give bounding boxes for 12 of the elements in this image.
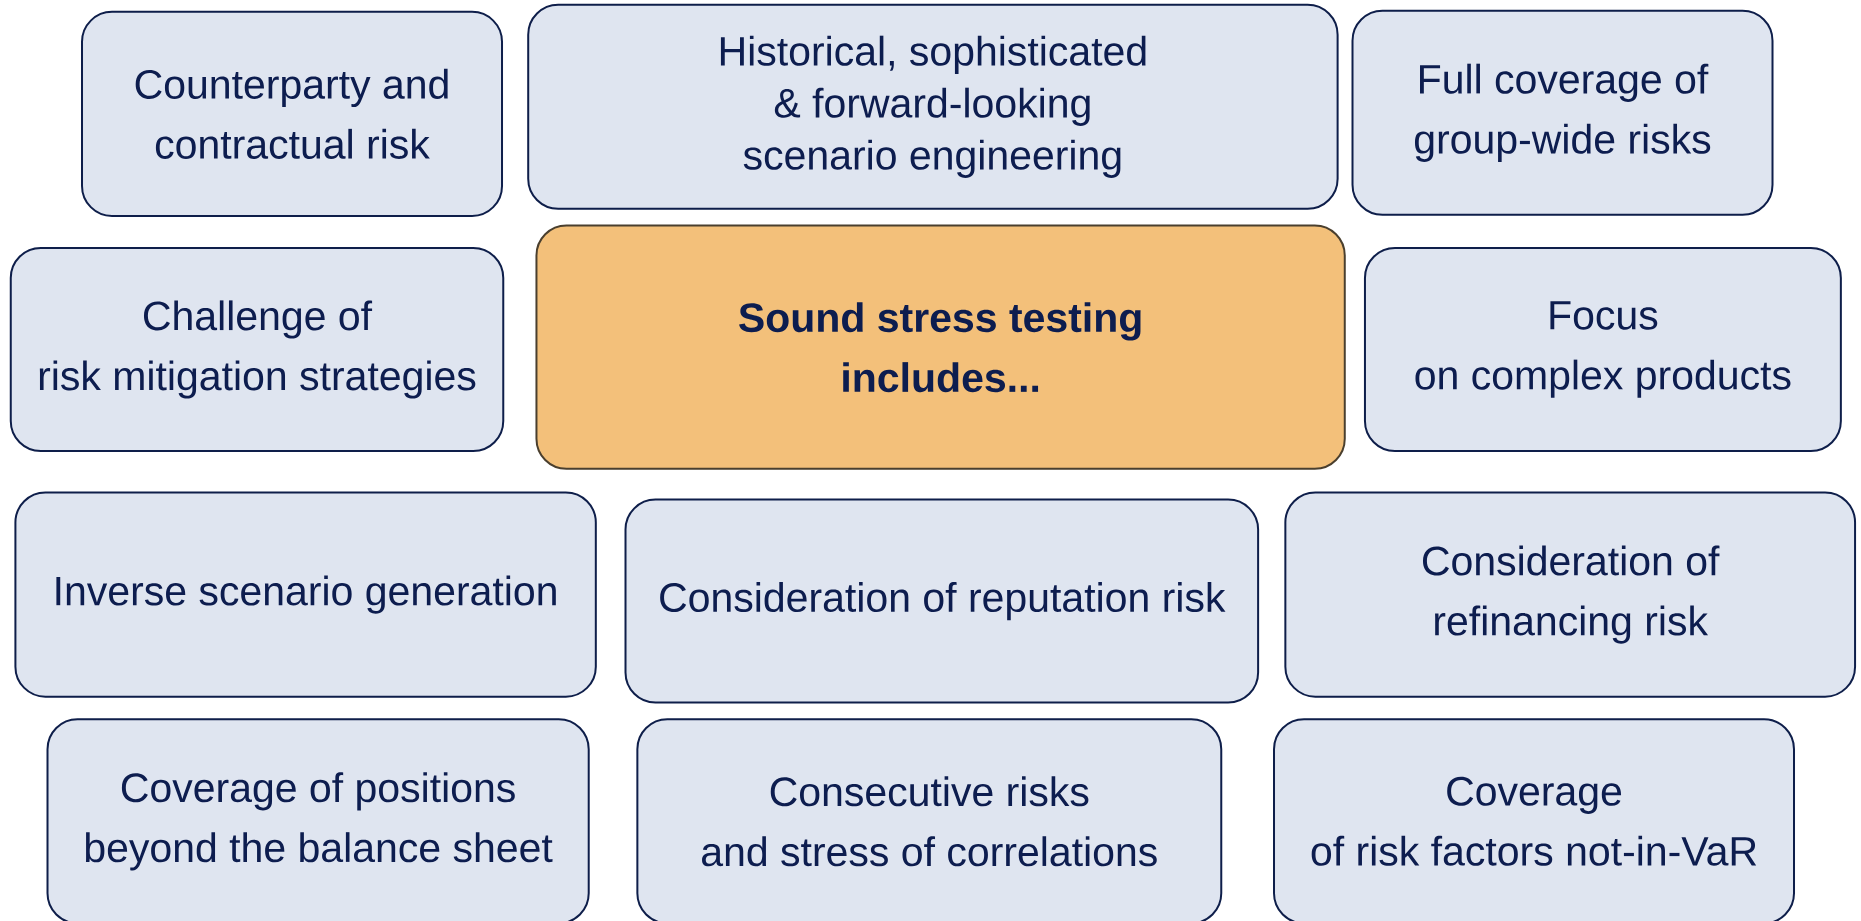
text-box: Full coverage of group-wide risks [1351, 9, 1774, 216]
text-box: Historical, sophisticated & forward-looking scenario engineering [527, 3, 1339, 210]
text-box: Consideration of refinancing risk [1284, 491, 1857, 698]
text-box: Consecutive risks and stress of correlations [636, 718, 1223, 921]
highlight-box: Sound stress testing includes... [535, 224, 1346, 470]
text-box: Coverage of risk factors not-in-VaR [1273, 718, 1795, 921]
text-box: Counterparty and contractual risk [81, 10, 503, 217]
text-box: Coverage of positions beyond the balance sheet [46, 718, 590, 921]
text-box: Challenge of risk mitigation strategies [9, 247, 505, 452]
text-box: Inverse scenario generation [14, 491, 597, 698]
text-box: Consideration of reputation risk [624, 498, 1260, 704]
text-box: Focus on complex products [1363, 247, 1842, 452]
